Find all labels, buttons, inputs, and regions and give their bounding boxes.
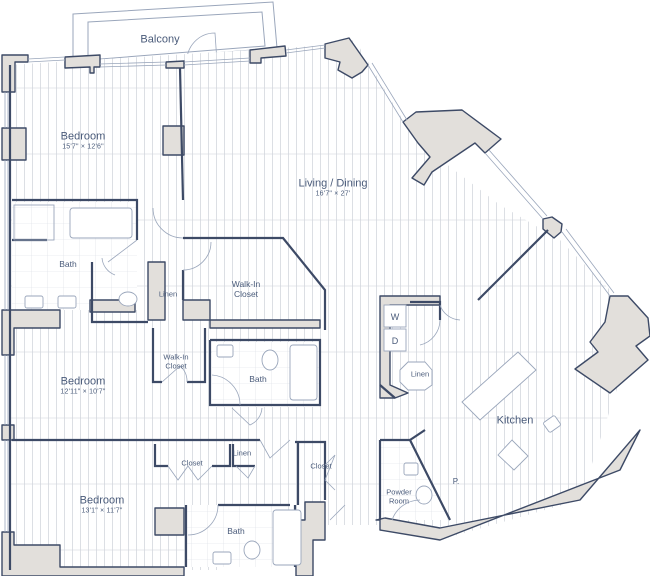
door-swings [101,207,461,536]
room-name: Linen [232,448,252,458]
dryer-label: D [392,336,399,346]
wall-column [1,424,15,441]
bathtub [69,207,133,239]
wall-column [162,125,185,156]
room-bedroom-2: Bedroom 12'11" × 10'7" [60,376,105,397]
room-name: Bedroom [60,130,106,143]
dryer [383,328,407,352]
room-bath-2: Bath [249,374,267,385]
wall-column [64,54,101,74]
room-name: Balcony [140,33,180,46]
sink [24,295,44,309]
wall-column [1,309,61,356]
room-closet-1: Closet [181,458,203,469]
cooktop [497,439,529,471]
wall-column [209,319,321,329]
toilet [118,291,138,307]
room-dimensions: 13'1" × 11'7" [81,507,123,515]
room-name: Bedroom [79,494,125,507]
room-name: Linen [158,289,178,299]
room-living-dining: Living / Dining 16'7" × 27' [298,178,367,199]
room-powder-room: Powder Room [381,487,417,505]
room-name: Closet [181,458,203,468]
toilet [261,349,279,371]
sink [212,551,232,565]
room-linen-1: Linen [158,289,178,300]
walls [1,37,650,576]
shower [13,204,55,241]
wall-column [1,54,29,93]
sink [57,295,77,309]
partitions [8,65,549,570]
wall-column [1,127,27,161]
wall-column [249,45,287,64]
kitchen-exterior-wall [375,429,641,541]
sink [216,344,234,358]
bathtub [289,344,318,401]
room-bedroom-3: Bedroom 13'1" × 11'7" [80,495,125,516]
wall-column [1,531,185,576]
room-name: Bath [249,374,267,385]
room-name: Closet [310,461,332,471]
room-name: Walk-In Closet [231,279,261,299]
room-closet-2: Closet [310,461,332,472]
room-dimensions: 12'11" × 10'7" [60,388,106,396]
room-dimensions: 16'7" × 27' [315,190,351,198]
room-linen-3: Linen [410,369,430,380]
room-walk-in-closet-1: Walk-In Closet [226,279,266,300]
wall-column [574,295,650,394]
wall-column [165,60,185,69]
washer [383,304,407,328]
room-name: Linen [410,369,430,379]
wall-column [295,501,326,576]
wall-column [542,216,563,239]
room-bath-3: Bath [227,526,245,537]
wall-column [154,507,185,536]
toilet [415,485,433,505]
toilet [243,540,261,560]
sink [403,462,419,476]
windows [4,44,615,532]
room-name: Walk-In Closet [163,352,189,370]
room-balcony: Balcony [140,34,179,47]
room-bath-1: Bath [59,259,77,270]
room-name: Living / Dining [298,177,368,190]
room-name: Bath [59,259,77,270]
room-name: Bath [227,526,245,537]
wall-column [402,109,502,186]
wall-column [147,261,166,321]
room-dimensions: 15'7" × 12'6" [62,143,104,151]
wall-column [324,37,369,79]
room-name: Kitchen [496,414,534,427]
room-kitchen: Kitchen [497,415,534,428]
bathtub [272,509,302,566]
room-name: Bedroom [60,375,106,388]
room-linen-2: Linen [232,448,252,459]
kitchen-island [461,351,537,421]
room-name: Powder Room [386,487,412,505]
washer-label: W [391,312,400,322]
kitchen-sink [543,415,561,433]
wall-column [182,299,211,321]
room-bedroom-1: Bedroom 15'7" × 12'6" [61,131,106,152]
fixtures [13,204,561,566]
linen-closet-shape [399,361,433,391]
room-walk-in-closet-2: Walk-In Closet [158,352,194,370]
pantry-label: P. [453,477,460,486]
